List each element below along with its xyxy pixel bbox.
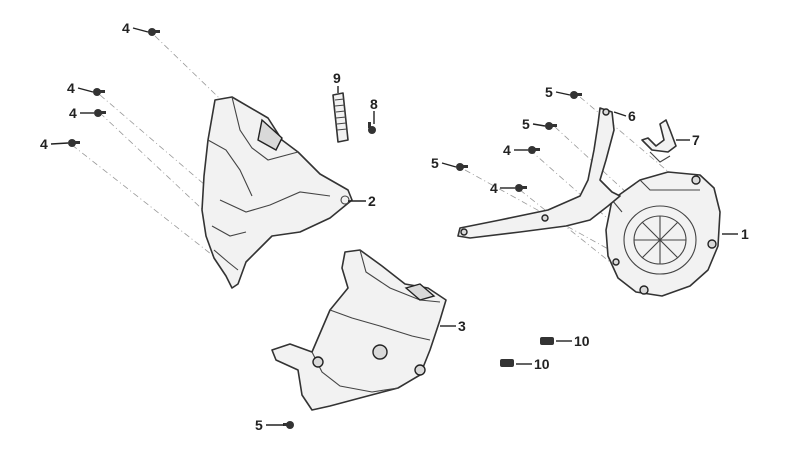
bolt-icon bbox=[515, 184, 527, 192]
callout-1: 1 bbox=[741, 226, 749, 242]
callout-10: 10 bbox=[534, 356, 550, 372]
callout-7: 7 bbox=[692, 132, 700, 148]
fan-cover-part-1 bbox=[605, 171, 721, 297]
callout-8: 8 bbox=[370, 96, 378, 112]
bolt-icon bbox=[528, 146, 540, 154]
callout-4: 4 bbox=[490, 180, 498, 196]
bolt-icon bbox=[456, 163, 468, 171]
bracket-part-6 bbox=[457, 107, 621, 239]
bolt-icon bbox=[540, 337, 554, 345]
lower-shroud-part-3 bbox=[271, 249, 447, 411]
callout-4: 4 bbox=[69, 105, 77, 121]
clip-part-7 bbox=[641, 119, 677, 163]
bolt-icon bbox=[545, 122, 557, 130]
bolts bbox=[68, 28, 582, 429]
bolt-icon bbox=[570, 91, 582, 99]
callout-4: 4 bbox=[67, 80, 75, 96]
callout-5: 5 bbox=[431, 155, 439, 171]
callout-4: 4 bbox=[40, 136, 48, 152]
bolt-icon bbox=[93, 88, 105, 96]
callout-5: 5 bbox=[545, 84, 553, 100]
callout-5: 5 bbox=[522, 116, 530, 132]
bolt-icon bbox=[500, 359, 514, 367]
callout-6: 6 bbox=[628, 108, 636, 124]
callout-3: 3 bbox=[458, 318, 466, 334]
bolt-icon bbox=[368, 122, 376, 134]
callout-4: 4 bbox=[503, 142, 511, 158]
upper-shroud-part-2 bbox=[201, 96, 353, 289]
callout-5: 5 bbox=[255, 417, 263, 433]
callout-10: 10 bbox=[574, 333, 590, 349]
callout-2: 2 bbox=[368, 193, 376, 209]
bolt-icon bbox=[94, 109, 106, 117]
stud-part-9 bbox=[332, 92, 349, 143]
callout-4: 4 bbox=[122, 20, 130, 36]
bolt-icon bbox=[283, 421, 294, 429]
bolt-icon bbox=[148, 28, 160, 36]
bolt-icon bbox=[68, 139, 80, 147]
callout-9: 9 bbox=[333, 70, 341, 86]
leader-lines bbox=[50, 27, 738, 426]
callout-labels: 1 2 3 4 4 4 4 4 4 5 5 5 5 6 7 8 9 10 10 bbox=[40, 20, 749, 433]
